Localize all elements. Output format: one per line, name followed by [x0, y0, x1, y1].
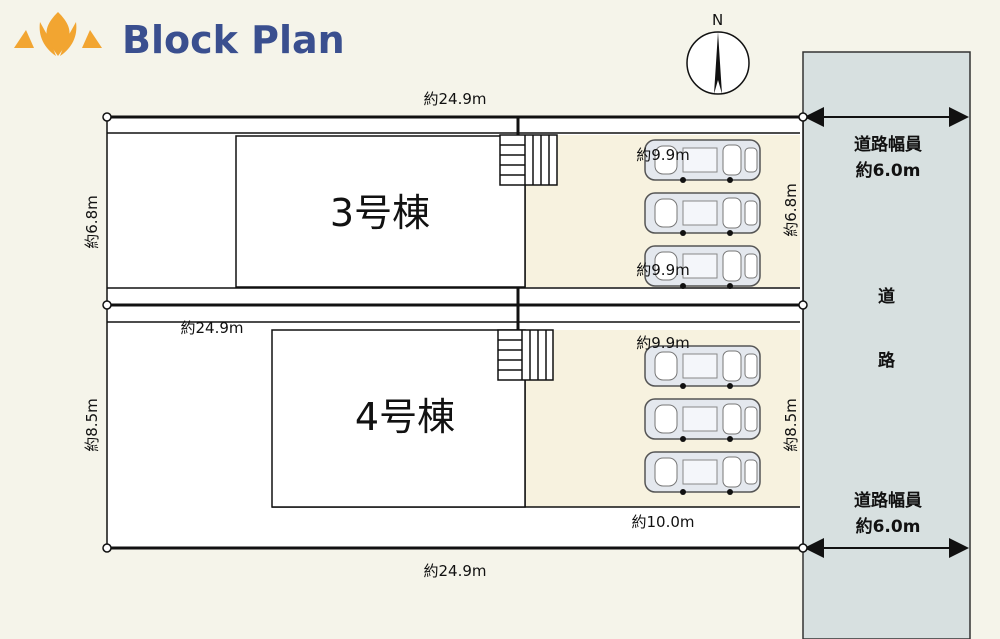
lotus-logo: [14, 12, 102, 56]
lot-3-depth-right: 約6.8m: [782, 183, 800, 236]
car-icon: [644, 398, 761, 443]
lot-4-depth-right: 約8.5m: [782, 398, 800, 451]
stairs-icon: [499, 134, 558, 186]
road-width-label-bottom: 道路幅員: [854, 490, 922, 511]
top-length-label: 約24.9m: [423, 90, 486, 108]
road-label-char-1: 道: [878, 286, 895, 307]
road-width-value-bottom: 約6.0m: [856, 516, 921, 537]
car-icon: [644, 345, 761, 390]
middle-length-label: 約24.9m: [180, 319, 243, 337]
road-width-value-top: 約6.0m: [856, 160, 921, 181]
parking-length-label: 約9.9m: [636, 146, 689, 164]
car-icon: [644, 192, 761, 237]
road-width-label-top: 道路幅員: [854, 134, 922, 155]
road-label-char-2: 路: [878, 350, 896, 371]
compass-north-label: N: [712, 11, 723, 29]
lot-4-depth-left: 約8.5m: [83, 398, 101, 451]
parking-length-label: 約9.9m: [636, 334, 689, 352]
north-compass-icon: N: [686, 11, 750, 95]
lot-3-depth-left: 約6.8m: [83, 195, 101, 248]
building-3: [235, 135, 526, 288]
parking-length-label: 約9.9m: [636, 261, 689, 279]
bottom-length-label: 約24.9m: [423, 562, 486, 580]
building-3-label: 3号棟: [330, 191, 430, 235]
page-title: Block Plan: [122, 18, 345, 62]
building-4: [271, 329, 526, 508]
parking-length-label: 約10.0m: [631, 513, 694, 531]
car-icon: [644, 451, 761, 496]
stairs-icon: [497, 329, 554, 381]
building-4-label: 4号棟: [355, 395, 455, 439]
